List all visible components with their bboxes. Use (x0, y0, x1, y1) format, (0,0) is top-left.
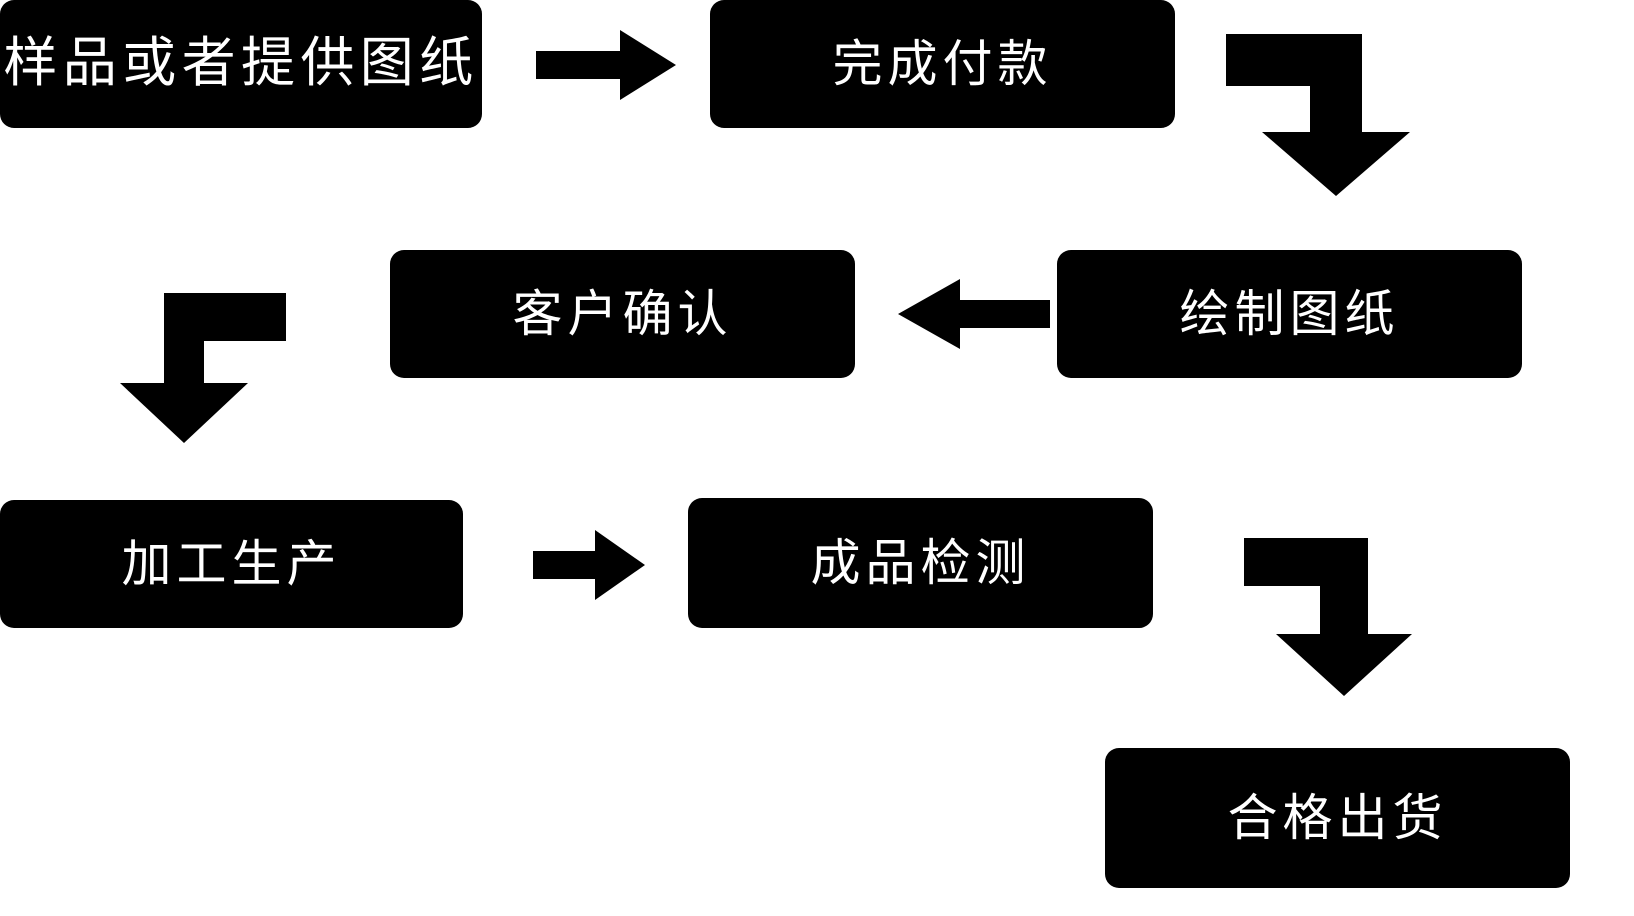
flow-node-quality-inspection[interactable]: 成品检测 (688, 498, 1153, 628)
flow-node-label: 合格出货 (1227, 789, 1448, 846)
flow-node-sample-drawing[interactable]: 样品或者提供图纸 (0, 0, 482, 128)
arrow-elbow-left-down-icon-1 (120, 293, 286, 443)
arrow-left-icon-1 (898, 279, 1050, 349)
arrow-elbow-right-down-icon-1 (1226, 34, 1410, 196)
flow-node-label: 绘制图纸 (1179, 285, 1400, 342)
arrow-right-icon-2 (533, 530, 645, 600)
arrow-elbow-right-down-icon-2 (1244, 538, 1412, 696)
flow-node-label: 成品检测 (810, 534, 1031, 591)
flow-node-label: 客户确认 (512, 285, 733, 342)
flow-node-production[interactable]: 加工生产 (0, 500, 463, 628)
flow-node-label: 完成付款 (832, 35, 1053, 92)
flow-node-label: 样品或者提供图纸 (3, 33, 479, 94)
flow-node-draw-blueprint[interactable]: 绘制图纸 (1057, 250, 1522, 378)
flow-node-customer-confirm[interactable]: 客户确认 (390, 250, 855, 378)
arrow-right-icon-1 (536, 30, 676, 100)
flow-node-label: 加工生产 (121, 535, 342, 592)
flow-node-shipping[interactable]: 合格出货 (1105, 748, 1570, 888)
flow-node-payment[interactable]: 完成付款 (710, 0, 1175, 128)
